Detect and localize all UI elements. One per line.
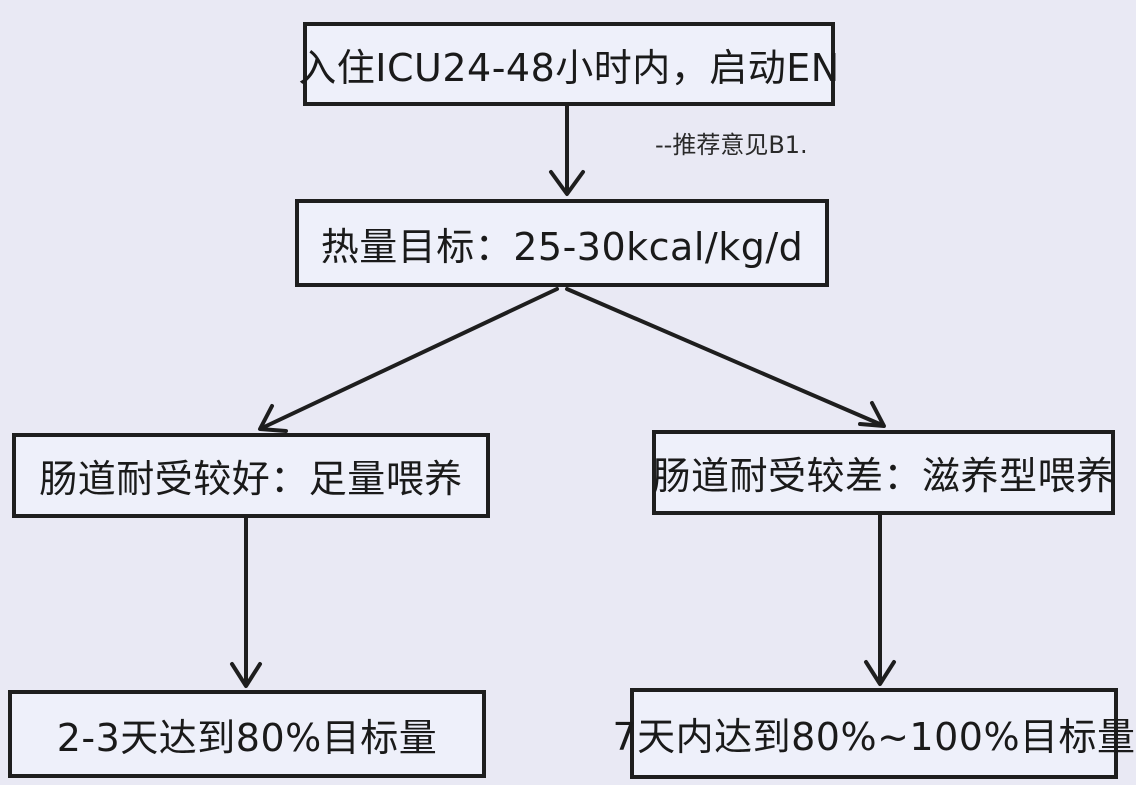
arrowhead-start-to-target xyxy=(549,170,585,196)
arrow-target-to-good xyxy=(260,287,559,430)
node-start-en-label: 入住ICU24-48小时内，启动EN xyxy=(298,45,840,90)
arrowhead-target-to-good xyxy=(258,404,288,433)
node-good-outcome-label: 2-3天达到80%目标量 xyxy=(56,715,438,760)
node-poor-tolerance: 肠道耐受较差：滋养型喂养 xyxy=(652,430,1115,515)
recommendation-note: --推荐意见B1. xyxy=(655,131,808,159)
arrowhead-poor-to-outcome xyxy=(864,660,896,686)
node-poor-tolerance-label: 肠道耐受较差：滋养型喂养 xyxy=(652,454,1115,498)
node-calorie-target-label: 热量目标：25-30kcal/kg/d xyxy=(320,224,804,269)
node-good-tolerance: 肠道耐受较好：足量喂养 xyxy=(12,433,490,518)
arrowhead-good-to-outcome xyxy=(230,662,262,688)
node-poor-outcome-label: 7天内达到80%~100%目标量 xyxy=(612,715,1136,759)
arrow-target-to-poor xyxy=(565,287,884,427)
node-start-en: 入住ICU24-48小时内，启动EN xyxy=(298,22,839,106)
node-calorie-target: 热量目标：25-30kcal/kg/d xyxy=(295,199,829,287)
node-good-outcome: 2-3天达到80%目标量 xyxy=(8,690,486,778)
node-poor-outcome: 7天内达到80%~100%目标量 xyxy=(612,688,1135,779)
arrowhead-target-to-poor xyxy=(858,401,886,428)
node-good-tolerance-label: 肠道耐受较好：足量喂养 xyxy=(39,457,463,501)
